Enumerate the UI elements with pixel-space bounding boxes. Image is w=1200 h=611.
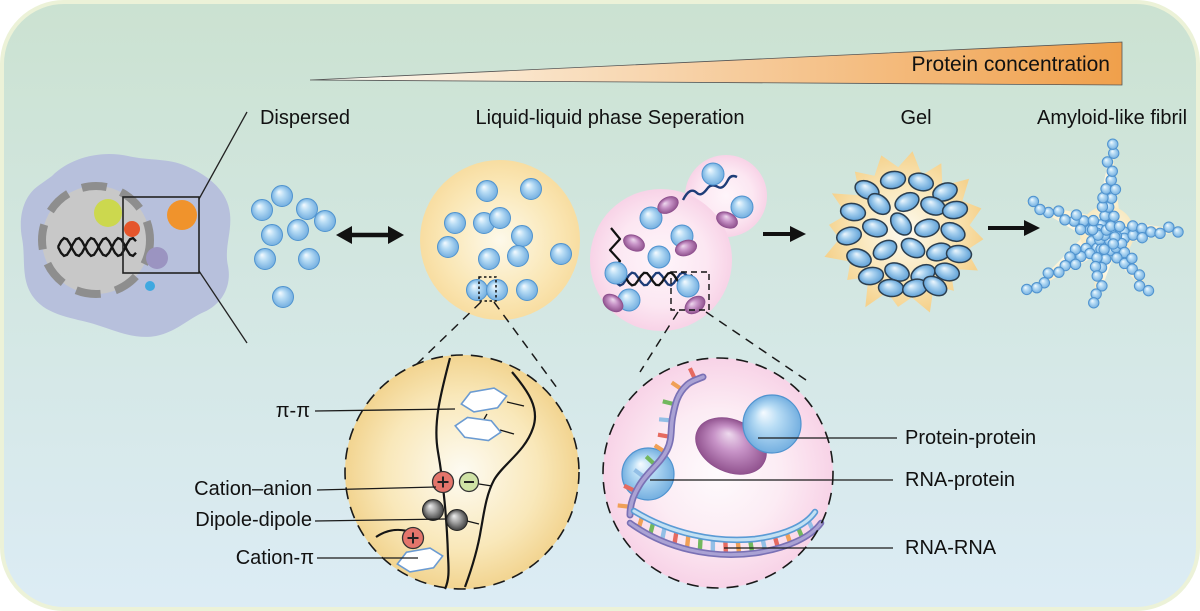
arrow-to-fibril-icon bbox=[988, 220, 1040, 236]
cation-icon bbox=[401, 526, 425, 550]
arrow-to-gel-icon bbox=[763, 226, 806, 242]
molecule-label-rna-rna: RNA-RNA bbox=[905, 537, 997, 559]
anion-icon bbox=[458, 471, 480, 493]
polymer-chain-2 bbox=[463, 371, 537, 588]
condensate-droplet bbox=[590, 155, 767, 331]
interaction-label-dipole-dipole: Dipole-dipole bbox=[195, 509, 312, 531]
equilibrium-arrow-icon bbox=[336, 226, 404, 244]
molecule-label-protein-protein: Protein-protein bbox=[905, 427, 1037, 449]
stage-label-llps: Liquid-liquid phase Seperation bbox=[475, 107, 745, 129]
protein-sphere bbox=[742, 394, 802, 454]
inset-line-top bbox=[198, 111, 248, 200]
condensate-blue-dot bbox=[145, 281, 155, 291]
llps-droplet bbox=[420, 160, 580, 320]
condensate-orange bbox=[167, 200, 197, 230]
gel-aggregate bbox=[824, 151, 984, 313]
dipole-icon bbox=[446, 509, 468, 531]
stage-label-dispersed: Dispersed bbox=[259, 107, 351, 129]
rna-squiggle-icon bbox=[681, 174, 738, 201]
amyloid-fibril bbox=[1021, 138, 1185, 309]
nucleolus bbox=[94, 199, 122, 227]
zoom-connectors bbox=[389, 301, 807, 393]
stage-label-amyloid: Amyloid-like fibril bbox=[1036, 107, 1188, 129]
concentration-wedge bbox=[309, 41, 1123, 86]
fibril-beads bbox=[1021, 138, 1184, 309]
condensate-purple bbox=[146, 247, 168, 269]
rna-bases bbox=[617, 367, 697, 509]
interaction-label-pi-pi: π-π bbox=[275, 400, 310, 422]
interaction-leader-lines bbox=[314, 408, 456, 559]
droplet-zoom bbox=[314, 354, 580, 590]
dipole-icon bbox=[422, 499, 444, 521]
condensate-zoom-source-box bbox=[670, 271, 710, 311]
condensate-zoom bbox=[602, 357, 897, 589]
cation-icon bbox=[431, 470, 455, 494]
interaction-label-cation-anion: Cation–anion bbox=[194, 478, 312, 500]
dispersed-proteins bbox=[251, 185, 336, 308]
droplet-zoom-source-box bbox=[478, 276, 497, 302]
concentration-gradient-label: Protein concentration bbox=[911, 53, 1110, 76]
inset-box bbox=[122, 196, 200, 274]
inset-line-bottom bbox=[198, 270, 248, 344]
stage-label-gel: Gel bbox=[900, 107, 932, 129]
molecule-label-rna-protein: RNA-protein bbox=[905, 469, 1016, 491]
interaction-label-cation-pi: Cation-π bbox=[235, 547, 314, 569]
cell-illustration bbox=[20, 111, 248, 344]
nuclear-condensate-red bbox=[124, 221, 140, 237]
